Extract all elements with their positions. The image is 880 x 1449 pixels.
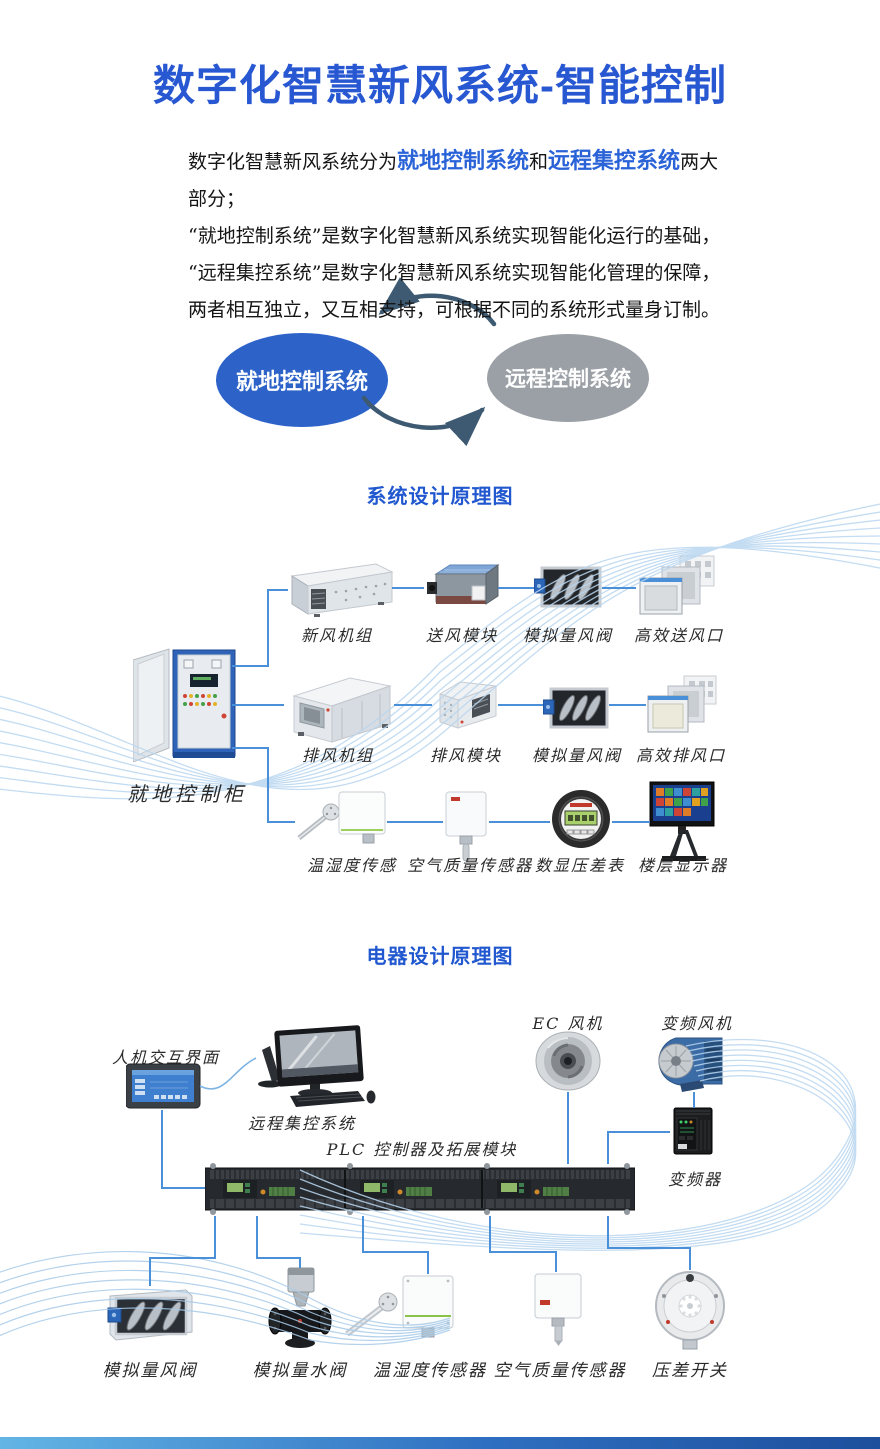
vfd-label: 变频器 xyxy=(667,1170,723,1189)
footer-gradient-bar xyxy=(0,1437,880,1449)
exhaust-module-image xyxy=(438,681,497,729)
plc-rail-image xyxy=(205,1163,635,1215)
temp-humidity-sensor-image xyxy=(297,791,386,844)
hepa-supply-outlet-image xyxy=(639,555,715,615)
digital-pressure-gauge-image xyxy=(552,790,610,848)
intro-line-4: 两者相互独立，又互相支持，可根据不同的系统形式量身订制。 xyxy=(188,299,721,321)
device-label-exhaust-outlet: 高效排风口 xyxy=(635,746,727,765)
intro-line-2: “就地控制系统”是数字化智慧新风系统实现智能化运行的基础， xyxy=(188,225,721,247)
intro-line-1: 数字化智慧新风系统分为就地控制系统和远程集控系统两大部分； xyxy=(188,142,728,218)
local-control-ellipse xyxy=(216,333,388,427)
device-label-exhaust-unit: 排风机组 xyxy=(301,746,375,765)
intro-text: 和 xyxy=(529,151,549,173)
bottom-label-pressure-switch: 压差开关 xyxy=(652,1361,728,1381)
hmi-label: 人机交互界面 xyxy=(111,1048,221,1067)
ec-fan-label: EC 风机 xyxy=(532,1014,604,1033)
intro-highlight-remote: 远程集控系统 xyxy=(548,148,681,173)
intro-text: 两大部分； xyxy=(188,151,719,210)
plc-label: PLC 控制器及拓展模块 xyxy=(326,1140,518,1159)
vf-fan-image xyxy=(658,1037,723,1092)
device-label-temp-humidity-sensor: 温湿度传感 xyxy=(306,856,398,875)
hepa-exhaust-outlet-image xyxy=(647,675,717,733)
device-label-fresh-air-unit: 新风机组 xyxy=(300,626,374,645)
cabinet-label: 就地控制柜 xyxy=(127,782,247,806)
page-title: 数字化智慧新风系统-智能控制 xyxy=(153,62,727,109)
device-label-supply-outlet: 高效送风口 xyxy=(633,626,725,645)
remote-control-ellipse xyxy=(487,334,649,422)
exhaust-air-unit-image xyxy=(292,677,392,743)
bottom-label-analog-damper: 模拟量风阀 xyxy=(102,1361,198,1381)
bottom-label-temp-humidity-sensor: 温湿度传感器 xyxy=(373,1361,487,1381)
section1-heading: 系统设计原理图 xyxy=(366,486,514,508)
intro-line-3: “远程集控系统”是数字化智慧新风系统实现智能化管理的保障， xyxy=(188,262,721,284)
local-control-cabinet-image xyxy=(133,648,236,762)
local-control-ellipse-label: 就地控制系统 xyxy=(235,369,369,394)
analog-damper-bottom-image xyxy=(107,1289,193,1341)
analog-damper-supply-image xyxy=(534,566,602,608)
device-label-air-quality-sensor: 空气质量传感器 xyxy=(406,856,534,875)
air-quality-sensor-image xyxy=(445,791,487,862)
hmi-panel-image xyxy=(126,1063,201,1109)
remote-workstation-image xyxy=(258,1025,376,1107)
vfd-image xyxy=(673,1107,713,1155)
ec-fan-image xyxy=(535,1031,601,1091)
analog-damper-exhaust-image xyxy=(543,687,609,729)
intro-paragraph: 数字化智慧新风系统分为就地控制系统和远程集控系统两大部分； “就地控制系统”是数… xyxy=(188,142,728,329)
device-label-pressure-gauge: 数显压差表 xyxy=(534,856,626,875)
fresh-air-unit-image xyxy=(290,563,394,617)
analog-water-valve-image xyxy=(268,1267,332,1348)
section2-heading: 电器设计原理图 xyxy=(366,946,514,968)
bottom-label-analog-water-valve: 模拟量水阀 xyxy=(252,1361,348,1381)
vf-fan-label: 变频风机 xyxy=(660,1014,734,1033)
temp-humidity-sensor-bottom-image xyxy=(345,1275,454,1338)
device-label-supply-module: 送风模块 xyxy=(425,626,499,645)
remote-system-label: 远程集控系统 xyxy=(247,1114,357,1133)
intro-highlight-local: 就地控制系统 xyxy=(397,148,530,173)
pressure-switch-image xyxy=(655,1271,725,1350)
device-label-floor-display: 楼层显示器 xyxy=(637,856,729,875)
air-quality-sensor-bottom-image xyxy=(534,1273,582,1346)
device-label-analog-damper-exhaust: 模拟量风阀 xyxy=(531,746,623,765)
intro-text: 数字化智慧新风系统分为 xyxy=(188,151,398,173)
supply-air-module-image xyxy=(427,564,500,605)
device-label-analog-damper-supply: 模拟量风阀 xyxy=(522,626,614,645)
remote-control-ellipse-label: 远程控制系统 xyxy=(505,368,631,391)
bottom-label-air-quality-sensor: 空气质量传感器 xyxy=(493,1361,627,1381)
device-label-exhaust-module: 排风模块 xyxy=(429,746,503,765)
